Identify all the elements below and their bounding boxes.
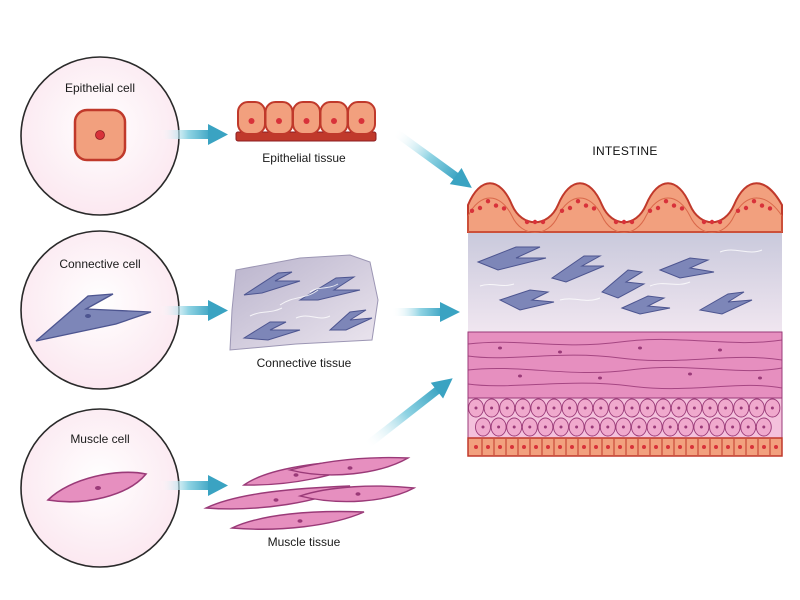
tissue-to-organ-arrows [363, 128, 472, 450]
intestine-section: INTESTINE [467, 144, 783, 457]
connective-cell-label: Connective cell [59, 257, 140, 271]
arrow-icon [392, 302, 460, 322]
arrow-icon [160, 475, 228, 496]
intestine-serosa-layer [467, 437, 783, 457]
arrow-icon [160, 300, 228, 321]
muscle-tissue: Muscle tissue [203, 456, 417, 549]
intestine-muscle-layer [467, 331, 783, 399]
muscle-cell-panel: Muscle cell [20, 408, 180, 568]
connective-nucleus [85, 314, 91, 318]
arrow-icon [160, 124, 228, 145]
muscle-tissue-label: Muscle tissue [268, 535, 341, 549]
connective-cell-shape [35, 293, 152, 342]
epithelial-cell-panel: Epithelial cell [20, 56, 180, 216]
epithelial-tissue: Epithelial tissue [235, 101, 377, 165]
arrow-icon [392, 128, 472, 188]
arrow-icon [363, 378, 453, 450]
cell-to-tissue-arrows [160, 124, 228, 496]
muscle-nucleus [95, 486, 101, 490]
epithelial-nucleus [95, 130, 105, 140]
intestine-connective-cells [476, 246, 753, 315]
intestine-villi [467, 182, 783, 233]
connective-tissue: Connective tissue [229, 254, 379, 370]
epithelial-cell-label: Epithelial cell [65, 81, 135, 95]
muscle-cell-label: Muscle cell [70, 432, 129, 446]
epithelial-tissue-label: Epithelial tissue [262, 151, 346, 165]
connective-tissue-label: Connective tissue [257, 356, 352, 370]
intestine-title: INTESTINE [592, 144, 657, 158]
connective-cell-panel: Connective cell [20, 230, 180, 390]
